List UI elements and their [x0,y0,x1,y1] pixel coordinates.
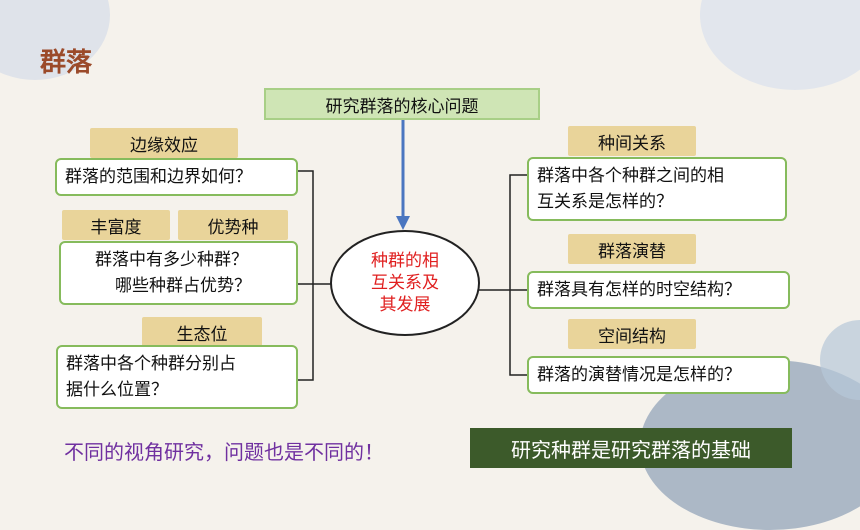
q-inter-line-1: 群落中各个种群之间的相 [537,166,724,186]
question-boundary: 群落的范围和边界如何？ [55,158,298,196]
q-count-line-1: 群落中有多少种群？ [95,250,248,270]
left-bracket [298,170,314,381]
question-structure: 群落具有怎样的时空结构？ [527,271,790,309]
q-inter-line-2: 互关系是怎样的？ [537,192,673,212]
q-niche-line-2: 据什么位置？ [66,380,168,400]
question-species-count: 群落中有多少种群？ 哪些种群占优势？ [59,241,298,305]
connector-svg [298,120,527,381]
tag-spatial-structure: 空间结构 [568,319,696,349]
tag-succession: 群落演替 [568,234,696,264]
q-niche-line-1: 群落中各个种群分别占 [66,354,236,374]
down-arrow-head [396,216,410,230]
slide-title: 群落 [40,48,93,78]
tag-niche: 生态位 [142,317,262,347]
center-line-2: 互关系及 [371,273,439,293]
footer-note: 不同的视角研究，问题也是不同的！ [64,440,384,464]
tag-interspecific: 种间关系 [568,126,696,156]
q-count-line-2: 哪些种群占优势？ [115,276,251,296]
right-bracket [509,174,527,376]
tag-dominant-species: 优势种 [178,210,288,240]
central-question-box: 研究群落的核心问题 [264,88,540,120]
center-line-3: 其发展 [379,295,431,315]
tag-richness: 丰富度 [62,210,170,240]
footer-box: 研究种群是研究群落的基础 [470,428,792,468]
center-line-1: 种群的相 [371,251,439,271]
question-interspecific: 群落中各个种群之间的相 互关系是怎样的？ [527,157,787,221]
question-succession: 群落的演替情况是怎样的？ [527,356,790,394]
tag-edge-effect: 边缘效应 [90,128,238,158]
question-niche: 群落中各个种群分别占 据什么位置？ [56,345,298,409]
center-ellipse: 种群的相 互关系及 其发展 [330,230,480,336]
